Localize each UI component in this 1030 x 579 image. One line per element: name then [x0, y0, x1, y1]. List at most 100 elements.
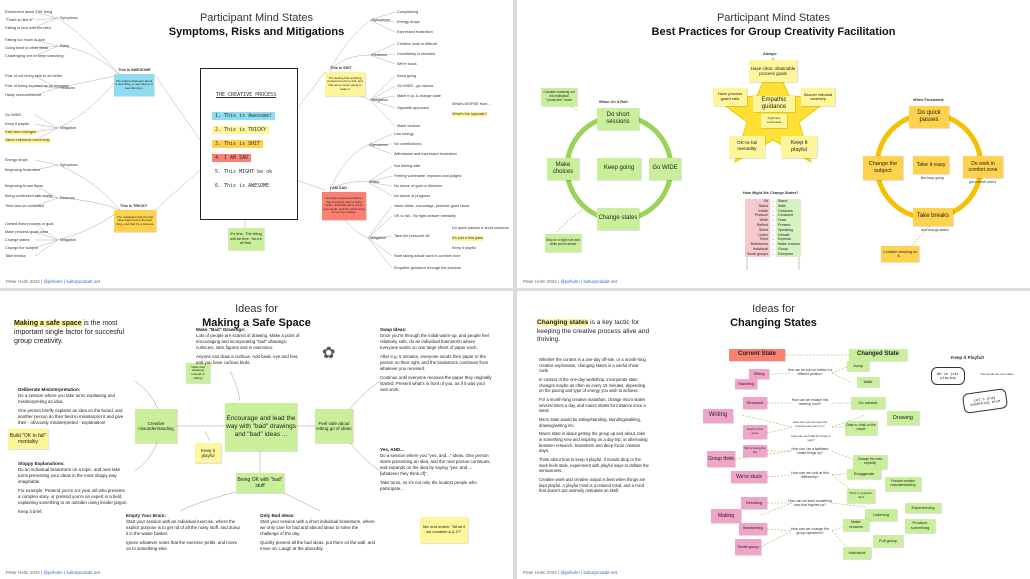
being-ok: Being OK with "bad" stuff [236, 473, 284, 493]
leaf: It's just a first pass [452, 236, 484, 241]
leaf: No sense of progress [394, 194, 431, 198]
change-to: Everyone [776, 251, 801, 257]
leaf: Fast idea changes [5, 130, 37, 135]
frustrated-left: Change the subject [863, 156, 903, 180]
leaf: Uncertainty is stressful [397, 52, 436, 56]
change-row: Sit→Stand [745, 199, 801, 204]
card-title: Make "Bad" Drawings: [196, 327, 246, 332]
leaf: Fear of not being able to do better [5, 74, 63, 78]
footer-link[interactable]: @pirholm | kulturprodukt.net [560, 570, 617, 575]
changed-rules: Change the rules explicitly [853, 455, 887, 469]
state-brainstorming: Brainstorming [739, 523, 767, 535]
arrow-icon: → [771, 199, 775, 203]
roll-left: Make choices [547, 158, 579, 180]
card-text: Once you're through the initial warm-up,… [380, 333, 489, 351]
panel-subtitle: Symptoms, Risks and Mitigations [168, 26, 345, 38]
change-from: Sit [745, 199, 770, 204]
card-text: Anyone can draw a curlicue. Add beak, ey… [196, 354, 299, 365]
panel-subtitle: Changing States [730, 317, 817, 329]
card-title: Deliberate Misinterpretation: [18, 387, 81, 392]
arrow-icon: → [771, 242, 775, 247]
change-from: Inside [745, 208, 770, 214]
star-center-sub: Fight lazy consensus [761, 114, 787, 128]
star-right: Discover individual ownership [801, 88, 835, 106]
change-from: Small groups [745, 251, 770, 257]
leaf: Complaining [397, 10, 419, 14]
footer-author: Peter Holm 2024 | [523, 570, 560, 575]
change-row: Silent→Speaking [745, 227, 801, 233]
leaf: Opposite approach [397, 106, 430, 110]
change-to: Group [776, 246, 801, 252]
state-note: The feeling that anything produced so fa… [325, 72, 365, 96]
change-from: Produce [745, 213, 770, 219]
stage-1: 1. This is Awesome! [212, 112, 276, 121]
state-label: This is TRICKY [120, 204, 148, 208]
branch-label: Symptoms [372, 18, 390, 22]
leaf: What's WORSE than... [452, 102, 491, 106]
leaf: Do quick passes & short sessions [452, 226, 509, 230]
leaf: Change the subject [5, 246, 38, 250]
star-bottom-right: Keep it playful [781, 136, 817, 158]
footer: Peter Holm 2024 | @pirholm | kulturprodu… [6, 279, 100, 284]
panel-best-practices: Participant Mind States Best Practices f… [517, 0, 1030, 288]
leaf: Being confronted with reality [5, 194, 53, 198]
changed-go-outside: Go outside [851, 397, 885, 409]
panel-changing-states: Ideas for Changing States Changing state… [517, 291, 1030, 579]
leaf: Change states [5, 238, 30, 242]
changed-experiencing: Experiencing [905, 503, 941, 513]
card-text: Ignore whatever notes that the exercise … [126, 540, 238, 551]
leaf: Not feeling safe [394, 164, 421, 168]
state-stuck: We're stuck [731, 471, 767, 483]
paragraph: Whether the context is a one-day off-sit… [539, 357, 646, 374]
state-making: Making [711, 509, 741, 523]
changed-full-group: Full group [873, 535, 903, 547]
branch-label: Symptoms [370, 143, 388, 147]
leaf: Falling too much in love [5, 38, 45, 42]
feel-safe: Feel safe about letting go of ideas [315, 409, 353, 443]
question: How can we escape this meeting room? [791, 398, 829, 407]
footer-link[interactable]: @pirholm | kulturprodukt.net [43, 570, 100, 575]
leaf: Challenging one to keep searching [5, 54, 64, 58]
branch-label: Risks [60, 44, 70, 48]
branch-label: Symptoms [60, 163, 78, 167]
arrow-icon: → [771, 237, 775, 242]
branch-label: Mitigation [60, 126, 77, 130]
panel-symptoms-risks: Participant Mind States Symptoms, Risks … [0, 0, 513, 288]
changed-walk: Walk [857, 377, 879, 387]
leaf: We're stuck [397, 62, 417, 66]
intro: Changing states is a key tactic for keep… [537, 319, 655, 345]
footer-link[interactable]: @pirholm | kulturprodukt.net [560, 279, 617, 284]
frustrated-top: Do quick passes [909, 106, 949, 128]
panel-title: Ideas for [752, 303, 795, 315]
card-title: Empty Your Brain: [126, 513, 166, 518]
question: How can we learn something new that insp… [788, 499, 832, 508]
state-note: The initial excitement about a new thing… [114, 74, 154, 96]
keep-playful: Keep it playful [195, 443, 221, 463]
card-text: Quickly present all the bad ideas, put t… [260, 540, 375, 551]
leaf: Beginning to see flaws [5, 184, 43, 188]
changed-choices: Make choices [843, 519, 869, 531]
leaf: Expressed frustration [397, 30, 433, 34]
arrow-icon: → [771, 213, 775, 218]
leaf: Empathic guidance through the process [394, 266, 461, 270]
star-top: Have clear, obtainable process goals [749, 60, 797, 82]
change-row: Write→Draw [745, 218, 801, 223]
state-small-group: Small group [735, 539, 761, 555]
leaf: Low energy [394, 132, 414, 136]
branch-label: Mitigation [372, 98, 389, 102]
footer-link[interactable]: @pirholm | kulturprodukt.net [43, 279, 100, 284]
mix-and-match: Mix and match: "What if we combine A & Z… [420, 517, 468, 543]
leaf: Keep it playful [452, 246, 476, 250]
state-writing: Writing [703, 409, 733, 423]
card-text: Do a session where you "yes, and..." ide… [380, 453, 491, 476]
changed-produce: Produce something [905, 519, 935, 533]
leaf: Keep it playful [5, 122, 29, 126]
safe-space-wires [134, 370, 381, 512]
sheet-title: THE CREATIVE PROCESS [216, 92, 277, 98]
swap-card: Swap Ideas: Once you're through the init… [380, 327, 492, 396]
keep-playful-title: Keep it Playful! [951, 355, 985, 360]
card-title: Swap Ideas: [380, 327, 407, 332]
footer-author: Peter Holm 2024 | [6, 570, 43, 575]
speech-bubble: We're just playing [931, 367, 965, 385]
